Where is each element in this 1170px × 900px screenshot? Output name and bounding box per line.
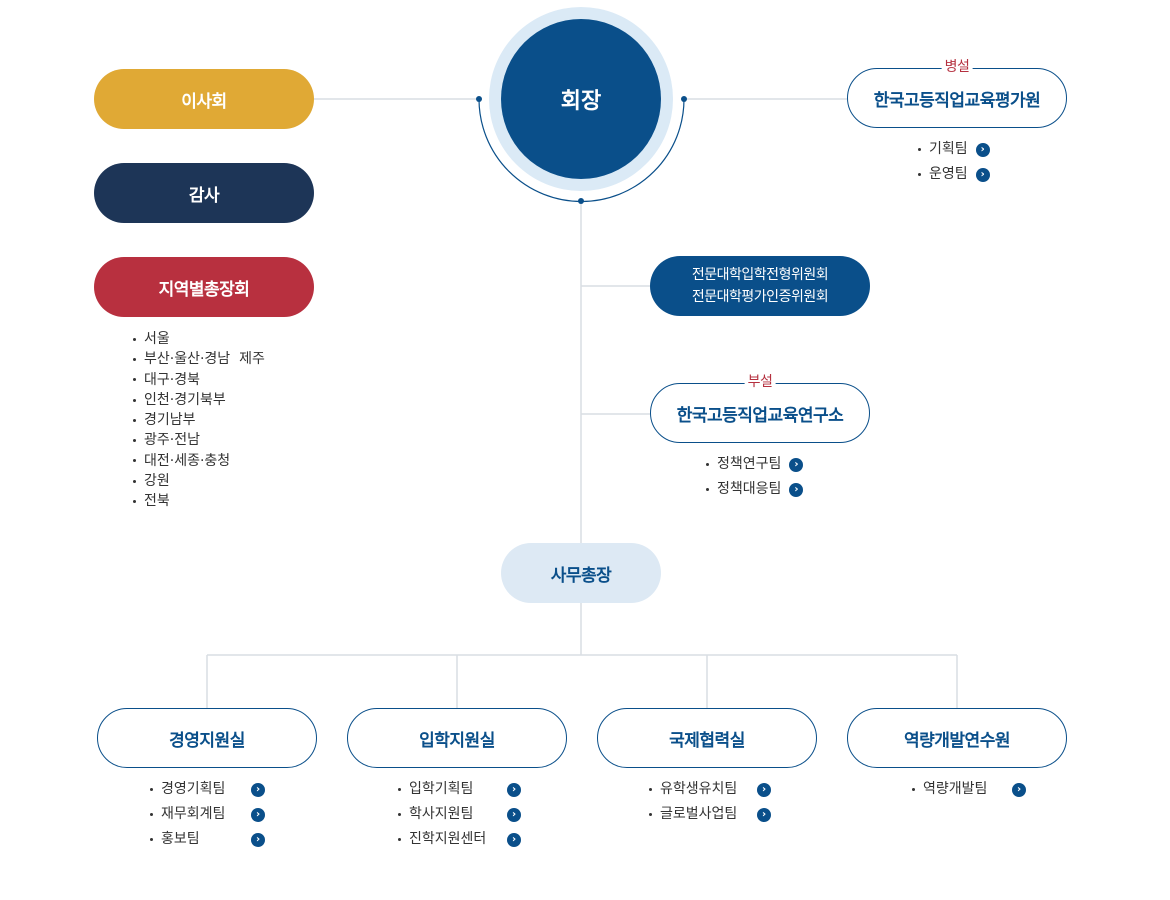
- orbit-dot-left: [476, 96, 482, 102]
- team-link[interactable]: 글로벌사업팀 ›: [648, 802, 771, 827]
- office-training-teams: 역량개발팀 ›: [911, 777, 1026, 802]
- team-name: 글로벌사업팀: [660, 806, 738, 822]
- research-teams: 정책연구팀 › 정책대응팀 ›: [705, 452, 804, 502]
- team-link[interactable]: 홍보팀 ›: [149, 827, 265, 852]
- orbit-dot-bottom: [578, 198, 584, 204]
- chairman-node: 회장: [501, 19, 661, 179]
- team-link[interactable]: 유학생유치팀 ›: [648, 777, 771, 802]
- regional-list: 서울 부산·울산·경남 제주 대구·경북 인천·경기북부 경기남부 광주·전남 …: [132, 329, 265, 512]
- region-item: 인천·경기북부: [132, 390, 265, 410]
- team-link[interactable]: 학사지원팀 ›: [397, 802, 521, 827]
- chevron-right-circle-icon: ›: [507, 782, 521, 797]
- secretary-general-node: 사무총장: [501, 543, 661, 603]
- team-name: 경영기획팀: [161, 781, 226, 797]
- evaluation-teams: 기획팀 › 운영팀 ›: [917, 137, 990, 187]
- team-name: 입학기획팀: [409, 781, 474, 797]
- affiliation-tag: 병설: [941, 58, 973, 76]
- committee-label: 전문대학입학전형위원회: [691, 267, 829, 283]
- research-institute-label: 한국고등직업교육연구소: [676, 405, 844, 426]
- team-name: 학사지원팀: [409, 806, 474, 822]
- office-admissions-node: 입학지원실: [347, 708, 567, 768]
- chevron-right-circle-icon: ›: [789, 482, 804, 497]
- team-link[interactable]: 경영기획팀 ›: [149, 777, 265, 802]
- office-admissions-teams: 입학기획팀 › 학사지원팀 › 진학지원센터 ›: [397, 777, 521, 852]
- affiliation-tag: 부설: [744, 373, 776, 391]
- region-item: 부산·울산·경남 제주: [132, 349, 265, 369]
- team-name: 정책대응팀: [717, 481, 782, 497]
- region-item: 경기남부: [132, 410, 265, 430]
- team-name: 유학생유치팀: [660, 781, 738, 797]
- region-item: 광주·전남: [132, 430, 265, 450]
- chevron-right-circle-icon: ›: [507, 807, 521, 822]
- team-link[interactable]: 입학기획팀 ›: [397, 777, 521, 802]
- office-training-node: 역량개발연수원: [847, 708, 1067, 768]
- chevron-right-circle-icon: ›: [1012, 782, 1026, 797]
- board-node: 이사회: [94, 69, 314, 129]
- chevron-right-circle-icon: ›: [251, 807, 265, 822]
- office-international-node: 국제협력실: [597, 708, 817, 768]
- chevron-right-circle-icon: ›: [251, 782, 265, 797]
- region-item: 서울: [132, 329, 265, 349]
- team-name: 운영팀: [929, 166, 968, 182]
- committees-node: 전문대학입학전형위원회 전문대학평가인증위원회: [650, 256, 870, 316]
- team-link[interactable]: 진학지원센터 ›: [397, 827, 521, 852]
- committee-label: 전문대학평가인증위원회: [691, 289, 829, 305]
- office-international-teams: 유학생유치팀 › 글로벌사업팀 ›: [648, 777, 771, 827]
- region-item: 대전·세종·충청: [132, 451, 265, 471]
- chevron-right-circle-icon: ›: [975, 167, 990, 182]
- regional-council-node: 지역별총장회: [94, 257, 314, 317]
- team-link[interactable]: 기획팀 ›: [917, 137, 990, 162]
- chevron-right-circle-icon: ›: [507, 832, 521, 847]
- evaluation-institute-node: 병설 한국고등직업교육평가원: [847, 58, 1067, 128]
- office-management-teams: 경영기획팀 › 재무회계팀 › 홍보팀 ›: [149, 777, 265, 852]
- chevron-right-circle-icon: ›: [251, 832, 265, 847]
- audit-node: 감사: [94, 163, 314, 223]
- team-link[interactable]: 역량개발팀 ›: [911, 777, 1026, 802]
- team-name: 기획팀: [929, 141, 968, 157]
- team-link[interactable]: 재무회계팀 ›: [149, 802, 265, 827]
- chevron-right-circle-icon: ›: [757, 807, 771, 822]
- team-name: 진학지원센터: [409, 831, 487, 847]
- chevron-right-circle-icon: ›: [789, 457, 804, 472]
- orbit-dot-right: [681, 96, 687, 102]
- region-item: 대구·경북: [132, 370, 265, 390]
- region-item: 전북: [132, 491, 265, 511]
- team-name: 재무회계팀: [161, 806, 226, 822]
- research-institute-node: 부설 한국고등직업교육연구소: [650, 373, 870, 443]
- team-link[interactable]: 정책연구팀 ›: [705, 452, 804, 477]
- chevron-right-circle-icon: ›: [975, 142, 990, 157]
- team-link[interactable]: 정책대응팀 ›: [705, 477, 804, 502]
- team-name: 홍보팀: [161, 831, 200, 847]
- evaluation-institute-label: 한국고등직업교육평가원: [873, 90, 1041, 111]
- office-management-node: 경영지원실: [97, 708, 317, 768]
- chevron-right-circle-icon: ›: [757, 782, 771, 797]
- team-link[interactable]: 운영팀 ›: [917, 162, 990, 187]
- team-name: 정책연구팀: [717, 456, 782, 472]
- region-item: 강원: [132, 471, 265, 491]
- team-name: 역량개발팀: [923, 781, 988, 797]
